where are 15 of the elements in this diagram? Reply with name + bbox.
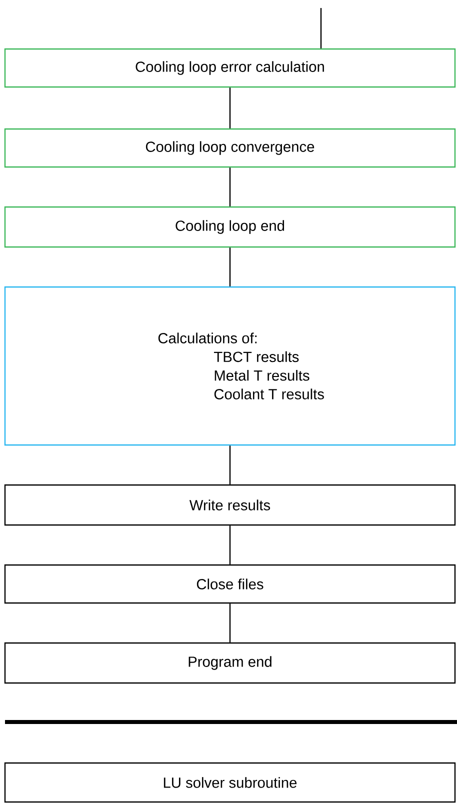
process-box: Cooling loop convergence bbox=[4, 128, 456, 168]
connector-line bbox=[320, 8, 322, 48]
process-box: Cooling loop error calculation bbox=[4, 48, 456, 88]
connector-line bbox=[229, 446, 231, 484]
process-box: Close files bbox=[4, 564, 456, 604]
process-box: Calculations of: TBCT results Metal T results Coolant T results bbox=[4, 286, 456, 446]
connector-line bbox=[229, 526, 231, 564]
process-box: Program end bbox=[4, 642, 456, 684]
connector-line bbox=[229, 88, 231, 128]
connector-line bbox=[229, 604, 231, 642]
connector-line bbox=[229, 168, 231, 206]
process-box: LU solver subroutine bbox=[4, 762, 456, 803]
connector-line bbox=[229, 248, 231, 286]
process-box: Cooling loop end bbox=[4, 206, 456, 248]
process-box: Write results bbox=[4, 484, 456, 526]
